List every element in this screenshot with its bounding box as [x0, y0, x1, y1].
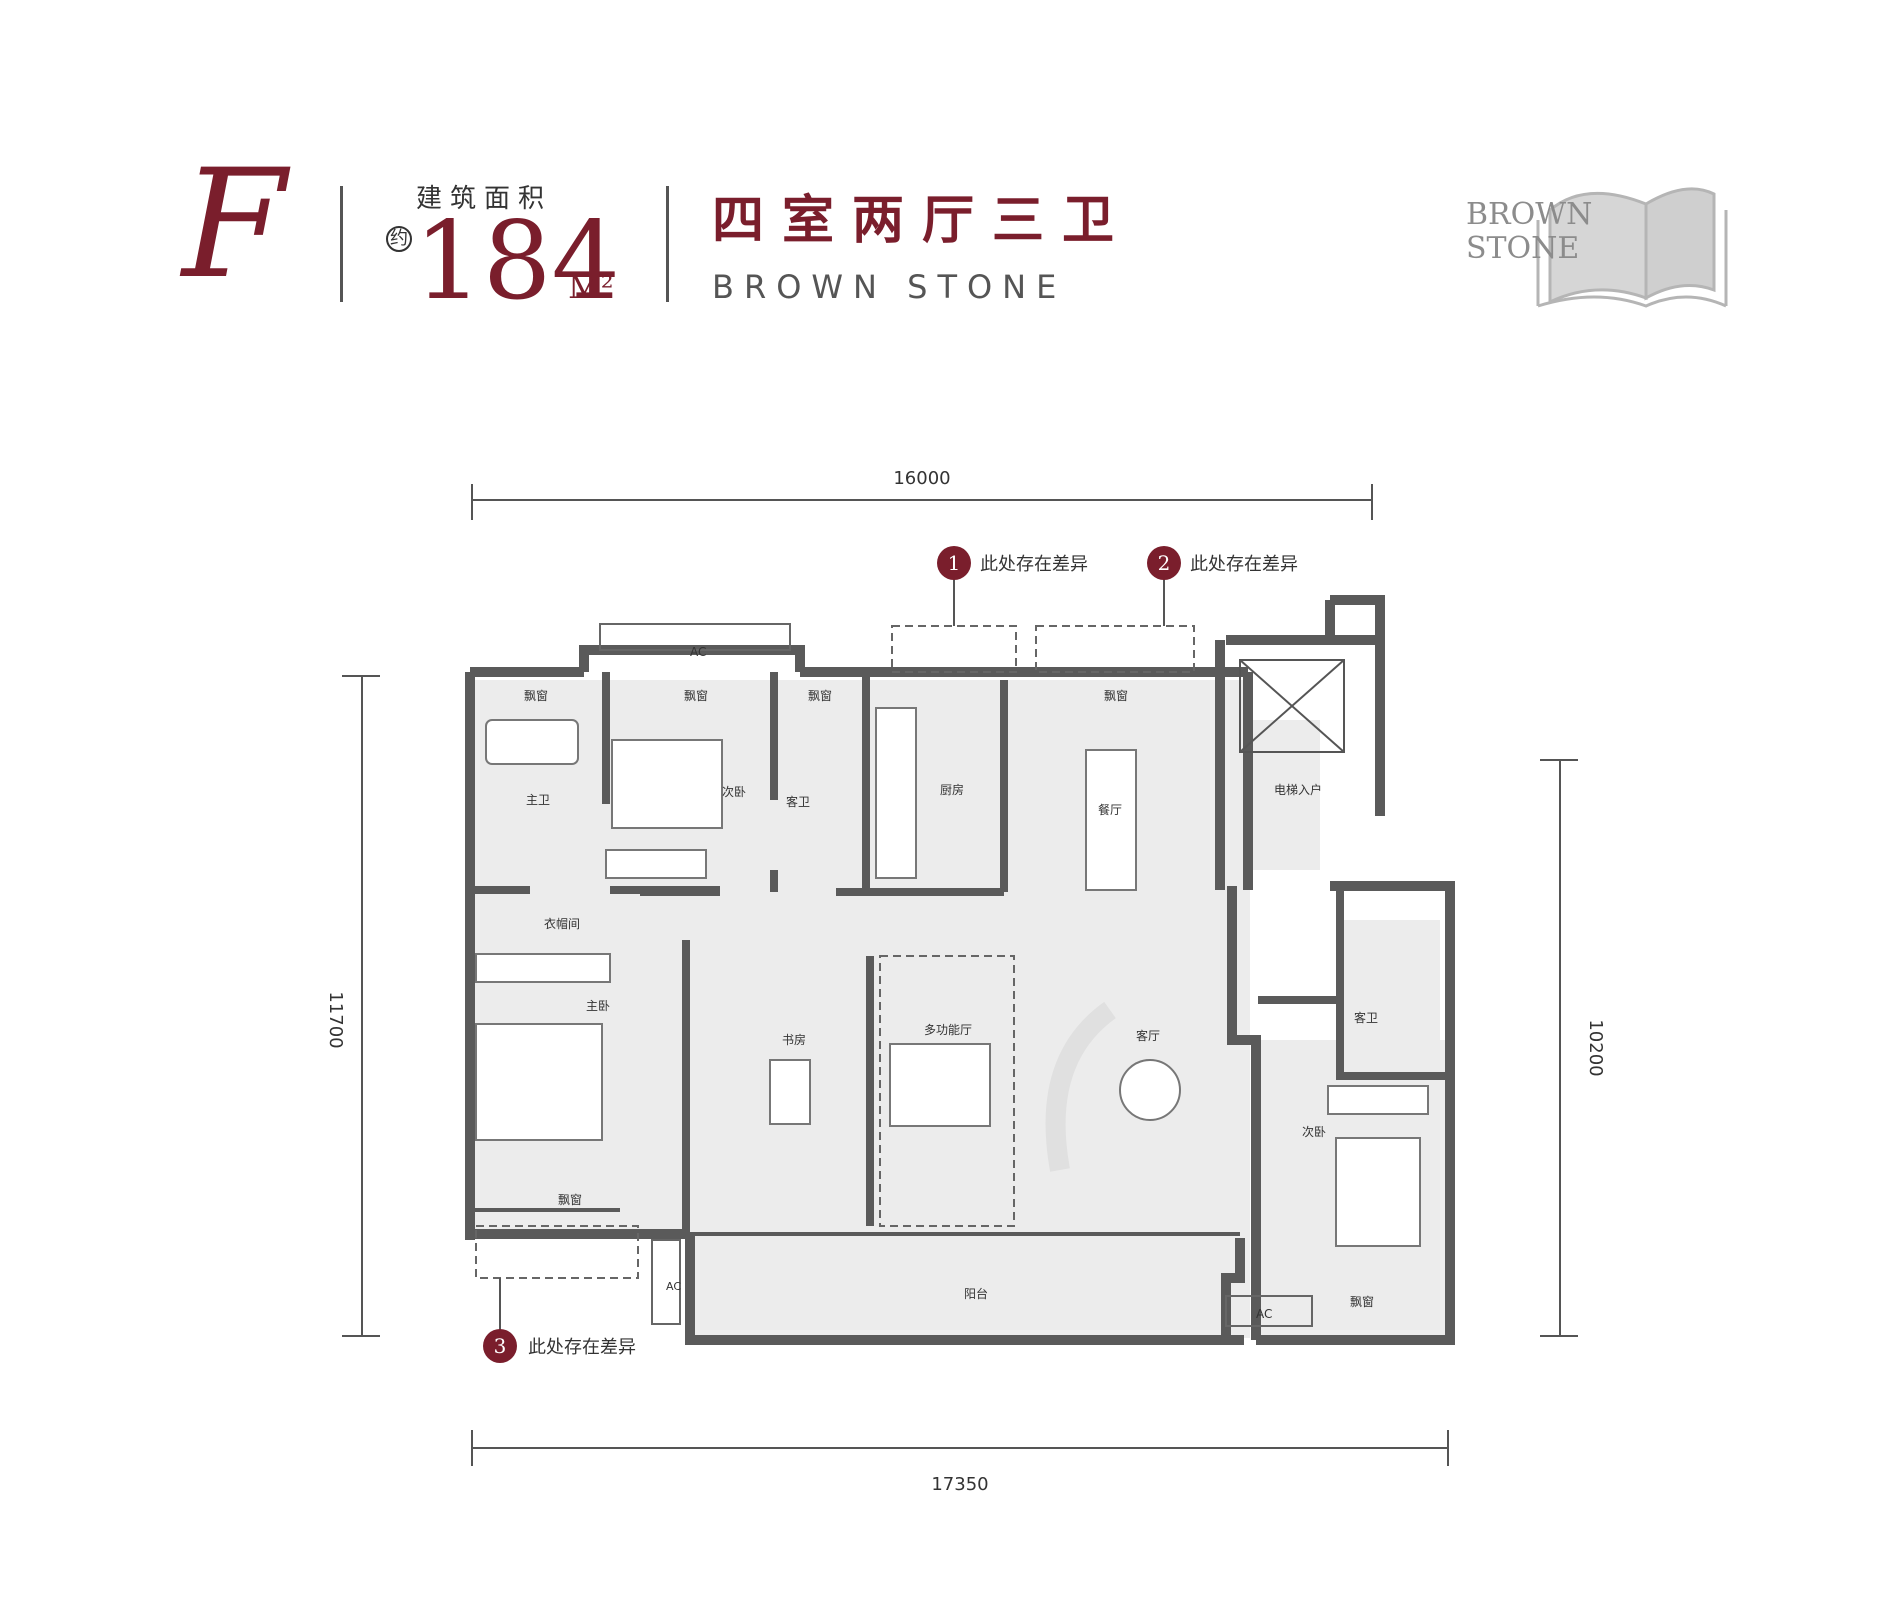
room-second-bedroom: 次卧 — [722, 785, 746, 799]
ac-label: AC — [690, 645, 706, 659]
marker-badge — [1147, 546, 1181, 580]
logo-line2: STONE — [1466, 231, 1579, 266]
room-elevator-entry: 电梯入户 — [1274, 782, 1322, 797]
header-divider — [340, 186, 343, 302]
dining-table — [1085, 749, 1137, 891]
marker-note: 此处存在差异 — [980, 554, 1088, 575]
ac-unit-left — [651, 1239, 681, 1325]
ac-label: AC — [1256, 1307, 1272, 1321]
wall-shaft — [1325, 595, 1385, 640]
brown-stone-logo: BROWN STONE — [1466, 187, 1728, 308]
room-cloakroom: 衣帽间 — [544, 916, 580, 931]
dimension-lines — [342, 484, 1578, 1466]
room-kitchen: 厨房 — [940, 782, 964, 797]
variation-marker-1: 1 此处存在差异 — [937, 546, 1088, 626]
desk — [769, 1059, 811, 1125]
elevator — [1239, 659, 1345, 753]
room-second-bedroom-right: 次卧 — [1302, 1125, 1326, 1139]
area-value: 184 — [414, 199, 621, 324]
furniture — [475, 707, 1429, 1247]
floor-balcony — [690, 1230, 1250, 1338]
wardrobe — [605, 849, 707, 879]
variation-outlines — [475, 625, 1195, 1279]
wall-right-bedroom — [1256, 881, 1455, 1345]
variation-box-3 — [475, 1225, 639, 1279]
floor-guest-bath-right — [1340, 920, 1440, 1070]
room-master-bedroom: 主卧 — [586, 999, 610, 1013]
sofa — [1045, 1001, 1117, 1172]
room-bay-window: 飘窗 — [558, 1193, 582, 1207]
marker-note: 此处存在差异 — [1190, 554, 1298, 575]
marker-number: 3 — [494, 1334, 507, 1358]
layout-subtitle: BROWN STONE — [712, 268, 1067, 306]
bed-right-bedroom — [1335, 1137, 1421, 1247]
book-right-page-icon — [1644, 187, 1716, 301]
area-approx-badge: 约 — [386, 226, 412, 252]
ac-unit-top — [599, 623, 791, 651]
room-bay-window: 飘窗 — [1104, 689, 1128, 703]
dimension-bottom-label: 17350 — [931, 1474, 988, 1495]
ac-unit-bottom — [1225, 1295, 1313, 1327]
multifunction-outline — [879, 955, 1015, 1227]
interior-walls — [470, 672, 1450, 1230]
elevator-car — [1239, 659, 1345, 753]
wall-living-right — [1227, 886, 1261, 1340]
room-living: 客厅 — [1136, 1028, 1160, 1043]
marker-badge — [483, 1329, 517, 1363]
layout-title: 四室两厅三卫 — [712, 191, 1133, 251]
book-base-icon — [1537, 295, 1727, 308]
floor-living — [1000, 880, 1250, 1230]
variation-marker-2: 2 此处存在差异 — [1147, 546, 1298, 626]
multifunction-table — [889, 1043, 991, 1127]
room-guest-bath-right: 客卫 — [1354, 1010, 1378, 1025]
dimension-left-label: 11700 — [325, 991, 346, 1048]
room-balcony: 阳台 — [964, 1286, 988, 1301]
room-dining: 餐厅 — [1098, 802, 1122, 817]
marker-note: 此处存在差异 — [528, 1337, 636, 1358]
ac-label: AC — [666, 1280, 681, 1293]
variation-marker-3: 3 此处存在差异 — [483, 1278, 636, 1363]
wall-top-left — [470, 645, 805, 677]
room-bay-window: 飘窗 — [684, 689, 708, 703]
logo-line1: BROWN — [1466, 197, 1592, 232]
coffee-table — [1119, 1059, 1181, 1121]
room-multi-function: 多功能厅 — [924, 1023, 972, 1037]
bed-master — [475, 1023, 603, 1141]
wall-guestbath-right — [1336, 886, 1450, 1080]
header-divider — [666, 186, 669, 302]
room-labels: 飘窗 飘窗 飘窗 飘窗 主卫 次卧 客卫 厨房 餐厅 电梯入户 衣帽间 主卧 书… — [524, 689, 1378, 1309]
marker-badge — [937, 546, 971, 580]
dimension-right-label: 10200 — [1585, 1019, 1606, 1076]
room-bay-window: 飘窗 — [1350, 1295, 1374, 1309]
wall-balcony — [685, 1234, 1244, 1345]
room-guest-bath: 客卫 — [786, 794, 810, 809]
variation-box-1 — [891, 625, 1017, 673]
floor-entry — [1240, 720, 1320, 870]
room-bay-window: 飘窗 — [808, 689, 832, 703]
area-unit: M² — [568, 268, 614, 306]
wardrobe-right — [1327, 1085, 1429, 1115]
area-label: 建筑面积 — [416, 184, 553, 214]
wardrobe-master — [475, 953, 611, 983]
variation-box-2 — [1035, 625, 1195, 673]
room-bay-window: 飘窗 — [524, 689, 548, 703]
room-study: 书房 — [782, 1032, 806, 1047]
room-master-bath: 主卫 — [526, 793, 550, 807]
kitchen-counter — [875, 707, 917, 879]
elevator-cross — [1239, 659, 1345, 753]
dimension-top-label: 16000 — [893, 468, 950, 489]
ac-units — [599, 623, 1313, 1327]
marker-number: 1 — [948, 551, 961, 575]
bathtub — [485, 719, 579, 765]
unit-type-letter: F — [182, 138, 287, 312]
wall-guestbath-kitchen — [836, 672, 1004, 896]
marker-number: 2 — [1158, 551, 1171, 575]
bed-second-bedroom — [611, 739, 723, 829]
